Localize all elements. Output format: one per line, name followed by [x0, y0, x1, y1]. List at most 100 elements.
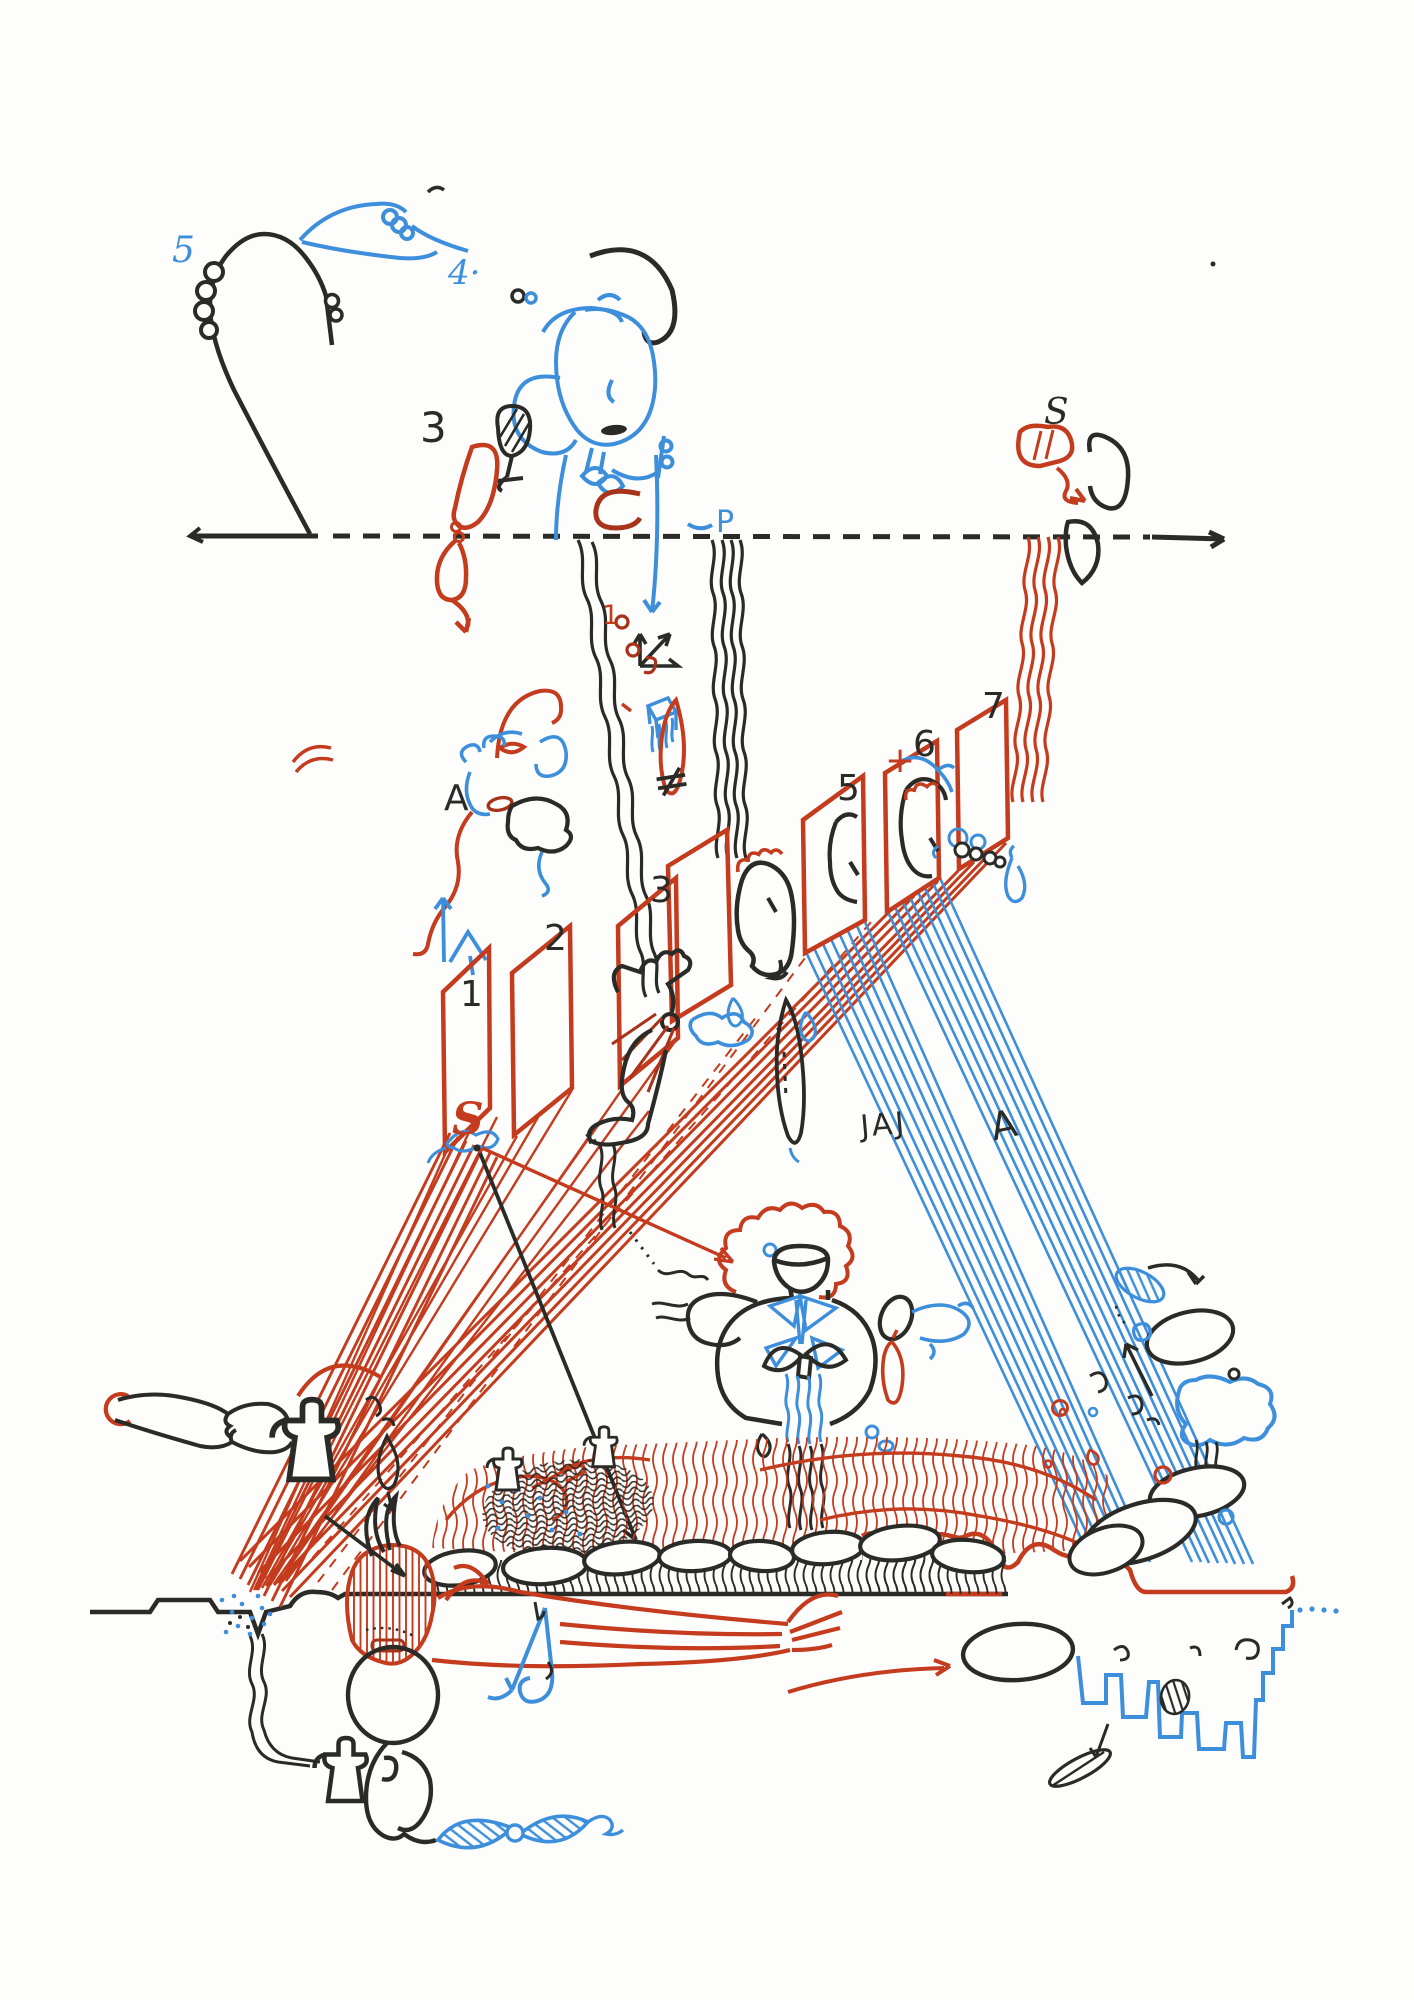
red-curl-arrow [1055, 466, 1087, 505]
blue-figure [511, 247, 714, 614]
hatched-blob [1159, 1678, 1191, 1716]
red-body-meander [412, 810, 474, 957]
black-wavy-quad [709, 539, 749, 859]
castle-scene [787, 1610, 1294, 1788]
hair-curl-3 [488, 730, 523, 744]
leg-figure [585, 948, 754, 1282]
candle-drop [774, 995, 806, 1164]
label-panel-7: 7 [982, 686, 1005, 727]
reclining-figure [323, 1490, 843, 1669]
right-shoulder [877, 1294, 915, 1342]
red-drip [1086, 1448, 1100, 1466]
label-s-rays: S [452, 1094, 484, 1145]
bowl-head [771, 1243, 831, 1294]
arrow-into-head [323, 1514, 407, 1578]
panel-2 [509, 921, 575, 1140]
vector-diagram [614, 614, 684, 675]
blue-hook [537, 851, 551, 898]
labels-layer: 5 4· 3 S P 1 A ≠ 1 2 3 5 + 6 7 S JAJ A [172, 230, 1069, 1149]
blue-arrow-group [433, 896, 488, 976]
red-fish [880, 1329, 905, 1405]
label-jaj: JAJ [857, 1106, 909, 1145]
s-figure-top-right [1016, 423, 1131, 587]
stray-dot [1210, 261, 1216, 267]
blue-castle-steps [1076, 1610, 1294, 1759]
blue-drop-right-of-panel-7 [1004, 844, 1027, 904]
red-tick [620, 702, 633, 713]
black-scribble-patch [482, 1459, 654, 1557]
black-drop-arrow [376, 1432, 400, 1512]
label-3-glass: 3 [420, 403, 447, 452]
plumb-line-arrow [642, 454, 662, 614]
bell-shape [193, 231, 344, 536]
eye-dots [365, 1626, 415, 1638]
panel-5 [800, 771, 868, 957]
bell-ear-scallop [323, 292, 344, 323]
p-pointer-curl [686, 522, 714, 531]
hair-curl-2 [481, 734, 507, 749]
needle-lens [1048, 1748, 1112, 1788]
black-cloud-top [1144, 1308, 1236, 1366]
red-clip-blob [1016, 423, 1075, 469]
blob-row [422, 1523, 1006, 1588]
red-body [431, 1563, 843, 1669]
wavy-from-terrain [247, 1633, 321, 1768]
label-panel-6: 6 [913, 724, 936, 765]
label-a-left: A [444, 778, 469, 819]
faucet-kneeling [315, 1738, 367, 1801]
red-finger-crown [735, 847, 784, 873]
black-notes [533, 1601, 553, 1681]
horns [364, 1490, 402, 1557]
left-arm-wavies [651, 1301, 691, 1322]
pot-figure [651, 1201, 975, 1531]
red-arc-swoosh [495, 688, 564, 759]
hair-swoosh [541, 293, 624, 334]
label-panel-1: 1 [460, 974, 483, 1015]
hair-bun [511, 374, 578, 456]
red-leaf-not-equal [495, 688, 686, 796]
blue-ray-band-2 [886, 877, 1255, 1565]
upper-ground-line [186, 526, 1226, 550]
wavy-to-pot [656, 1268, 710, 1282]
horizon-right-arrow [1151, 529, 1226, 550]
small-ring-pair [510, 288, 538, 305]
label-1-vector: 1 [602, 600, 619, 631]
blue-ribbon [899, 755, 956, 793]
panel-5-face [827, 812, 860, 905]
face-outline [553, 307, 658, 447]
label-4: 4· [447, 253, 480, 293]
blue-hatched-leaf [1114, 1266, 1166, 1304]
praying-hands [579, 466, 626, 495]
red-arc-over-tap [296, 1363, 384, 1398]
terrain-blue-dots [1297, 1606, 1339, 1614]
black-peanut-d [1067, 1523, 1145, 1577]
label-p: P [716, 505, 734, 540]
blue-spray [219, 1593, 273, 1637]
terrain-black [90, 1589, 1008, 1641]
leg-foot [586, 1028, 669, 1147]
arm [114, 1392, 294, 1455]
a-face-figure [291, 730, 574, 976]
label-panel-3: 3 [650, 870, 673, 911]
hatched-head [345, 1542, 437, 1666]
blue-ribbon-splash [688, 1011, 754, 1048]
wine-glass [495, 403, 533, 493]
chest-lines [554, 454, 660, 541]
black-arc-arrow [1147, 1263, 1206, 1286]
toes [585, 1130, 597, 1145]
small-curls [365, 1395, 396, 1427]
blue-arm [911, 1301, 975, 1361]
red-wavy-bundle-right [1010, 536, 1061, 803]
kneeling-figure [345, 1644, 441, 1845]
pot-body [714, 1287, 878, 1427]
blue-speckles [485, 1483, 583, 1537]
right-cloud-cluster [1043, 1263, 1277, 1577]
dashed-horizon [332, 533, 1151, 540]
black-wavy-pair [576, 539, 661, 998]
label-panel-5: 5 [837, 768, 860, 809]
black-wings-knot [761, 1342, 849, 1381]
red-mouth [486, 795, 514, 813]
ribbon-arrow-tail [450, 598, 472, 634]
panel-4-face [734, 847, 797, 981]
